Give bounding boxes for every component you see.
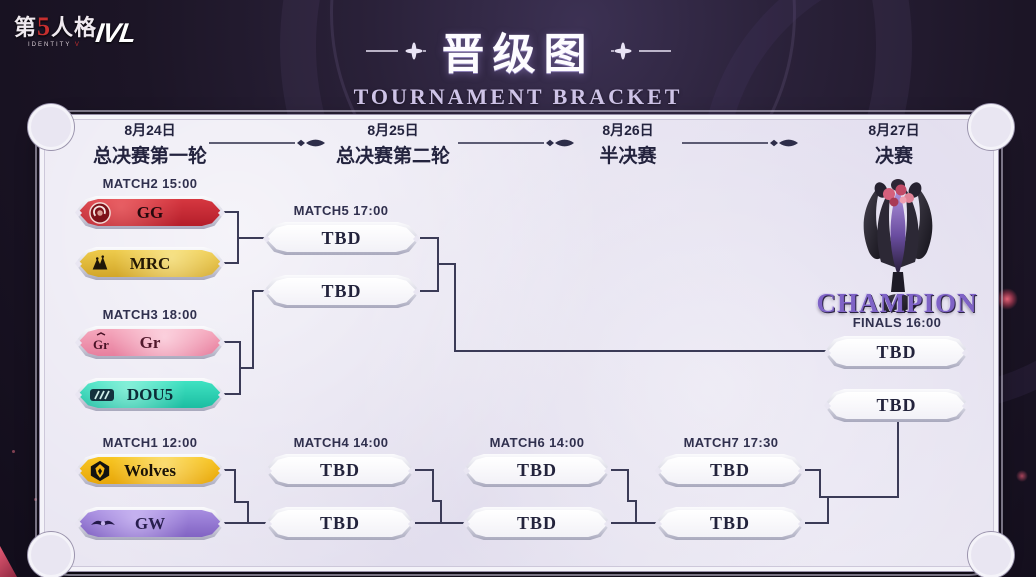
team-name: TBD (321, 228, 362, 248)
idv-logo-five: 5 (37, 12, 52, 41)
finals-slot-1[interactable]: TBD (824, 336, 969, 369)
team-name: TBD (709, 513, 750, 533)
match7-slot-1[interactable]: TBD (655, 454, 805, 487)
gg-team-logo-icon (89, 201, 111, 224)
trophy-flower-cluster (874, 179, 922, 207)
match2-label: MATCH2 15:00 (102, 176, 198, 191)
team-name: GG (136, 202, 164, 222)
background-speck (12, 450, 15, 453)
team-name: TBD (876, 395, 917, 415)
round-date: 8月27日 (868, 122, 920, 138)
background-speck (34, 498, 37, 501)
match7-slot-2[interactable]: TBD (655, 507, 805, 540)
round-date: 8月24日 (124, 122, 176, 138)
team-name: GW (134, 513, 166, 533)
team-slot-gg[interactable]: GG (75, 196, 225, 229)
page-title: 晋级图 (441, 32, 595, 79)
team-name: TBD (319, 460, 360, 480)
identity-v-logo: 第5人格 IDENTITY V (14, 12, 98, 49)
team-name: DOU5 (126, 384, 174, 404)
round-name: 总决赛第二轮 (335, 146, 450, 167)
match4-slot-2[interactable]: TBD (265, 507, 415, 540)
page-title-block: 晋级图 TOURNAMENT BRACKET (0, 20, 1036, 110)
idv-logo-subtitle: IDENTITY (28, 42, 75, 48)
round-date: 8月25日 (367, 122, 419, 138)
match6-slot-2[interactable]: TBD (463, 507, 611, 540)
idv-logo-subtitle-v: V (74, 42, 81, 48)
wolves-team-logo-icon (90, 460, 110, 481)
team-slot-gw[interactable]: GW (75, 507, 225, 540)
team-name: TBD (516, 460, 557, 480)
team-slot-mrc[interactable]: MRC (75, 247, 225, 280)
team-slot-gr[interactable]: Gr Gr (75, 326, 225, 359)
round-date: 8月26日 (602, 122, 654, 138)
round-header-3: 8月26日 半决赛 (528, 120, 728, 168)
match3-label: MATCH3 18:00 (102, 307, 198, 322)
team-name: TBD (516, 513, 557, 533)
panel-corner-scallop (968, 532, 1014, 577)
round-name: 决赛 (874, 146, 913, 167)
gw-team-logo-icon (91, 520, 115, 526)
round-name: 半决赛 (599, 146, 657, 167)
match6-label: MATCH6 14:00 (489, 435, 585, 450)
match5-slot-1[interactable]: TBD (263, 222, 420, 255)
idv-logo-text: 人格 (51, 15, 98, 40)
team-name: TBD (709, 460, 750, 480)
round-header-2: 8月25日 总决赛第二轮 (293, 120, 493, 168)
team-slot-dou5[interactable]: DOU5 (75, 378, 225, 411)
dou5-team-logo-icon (90, 388, 114, 401)
gr-team-logo-icon: Gr (93, 331, 109, 352)
match4-label: MATCH4 14:00 (293, 435, 389, 450)
match7-label: MATCH7 17:30 (683, 435, 779, 450)
champion-trophy-icon (863, 179, 933, 312)
team-name: MRC (129, 253, 171, 273)
match4-slot-1[interactable]: TBD (265, 454, 415, 487)
round-name: 总决赛第一轮 (92, 146, 207, 167)
match1-label: MATCH1 12:00 (102, 435, 198, 450)
match6-slot-1[interactable]: TBD (463, 454, 611, 487)
page-subtitle: TOURNAMENT BRACKET (353, 84, 683, 109)
idv-logo-text: 第 (14, 15, 38, 40)
team-slot-wolves[interactable]: Wolves (75, 454, 225, 487)
svg-text:Gr: Gr (93, 337, 109, 352)
team-name: Wolves (124, 460, 176, 480)
match5-slot-2[interactable]: TBD (263, 275, 420, 308)
panel-corner-scallop (28, 532, 74, 577)
finals-label: FINALS 16:00 (852, 315, 942, 330)
finals-slot-2[interactable]: TBD (824, 389, 969, 422)
team-name: Gr (139, 332, 161, 352)
team-name: TBD (321, 281, 362, 301)
title-flourish-right-icon (610, 42, 671, 60)
mrc-team-logo-icon (92, 254, 108, 269)
team-name: TBD (876, 342, 917, 362)
title-flourish-left-icon (365, 42, 426, 60)
panel-corner-scallop (28, 104, 74, 150)
champion-title: CHAMPION (816, 288, 978, 318)
team-name: TBD (319, 513, 360, 533)
match5-label: MATCH5 17:00 (293, 203, 389, 218)
round-header-1: 8月24日 总决赛第一轮 (50, 120, 250, 168)
panel-corner-scallop (968, 104, 1014, 150)
round-header-4: 8月27日 决赛 (794, 120, 994, 168)
